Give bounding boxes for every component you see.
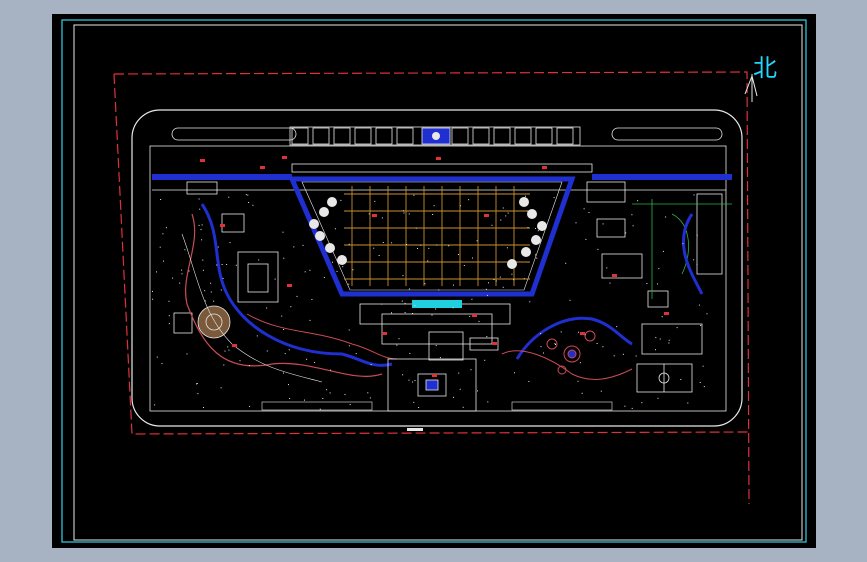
top-parking-strip (171, 126, 723, 146)
tree-icon (531, 235, 541, 245)
north-arrow-icon (744, 74, 758, 102)
right-buildings (586, 181, 723, 355)
tree-icon (527, 209, 537, 219)
tree-icon (325, 243, 335, 253)
north-label: 北 (753, 54, 777, 82)
tree-icon (337, 255, 347, 265)
tree-icon (507, 259, 517, 269)
tree-icon (521, 247, 531, 257)
cad-drawing-sheet[interactable]: 北 (52, 14, 816, 548)
entrance-marker (407, 428, 423, 431)
central-plaza (288, 176, 576, 297)
inner-road-outline (149, 145, 727, 412)
right-stream (515, 316, 633, 360)
tree-icon (537, 221, 547, 231)
basketball-court (636, 363, 693, 393)
site-boundary-left-bottom (113, 73, 750, 435)
tree-icon (519, 197, 529, 207)
left-stream (200, 203, 393, 367)
central-buildings (359, 300, 511, 412)
right-garden-circles (546, 330, 596, 375)
tree-icon (309, 219, 319, 229)
tree-icon (315, 231, 325, 241)
outer-frame (61, 19, 807, 543)
left-winding-path (185, 213, 383, 377)
left-circular-plaza (197, 305, 231, 339)
left-buildings (173, 181, 279, 334)
right-winding-path (501, 350, 633, 380)
tree-icon (319, 207, 329, 217)
inner-frame (73, 24, 803, 541)
tree-icon (327, 197, 337, 207)
entrance-bar (291, 163, 593, 173)
site-outline (131, 109, 743, 427)
plaza-trees (309, 197, 547, 269)
site-plan-drawing[interactable] (52, 14, 816, 548)
bottom-parking (261, 401, 613, 411)
site-boundary-top (113, 71, 750, 505)
right-green-paths (632, 199, 732, 299)
